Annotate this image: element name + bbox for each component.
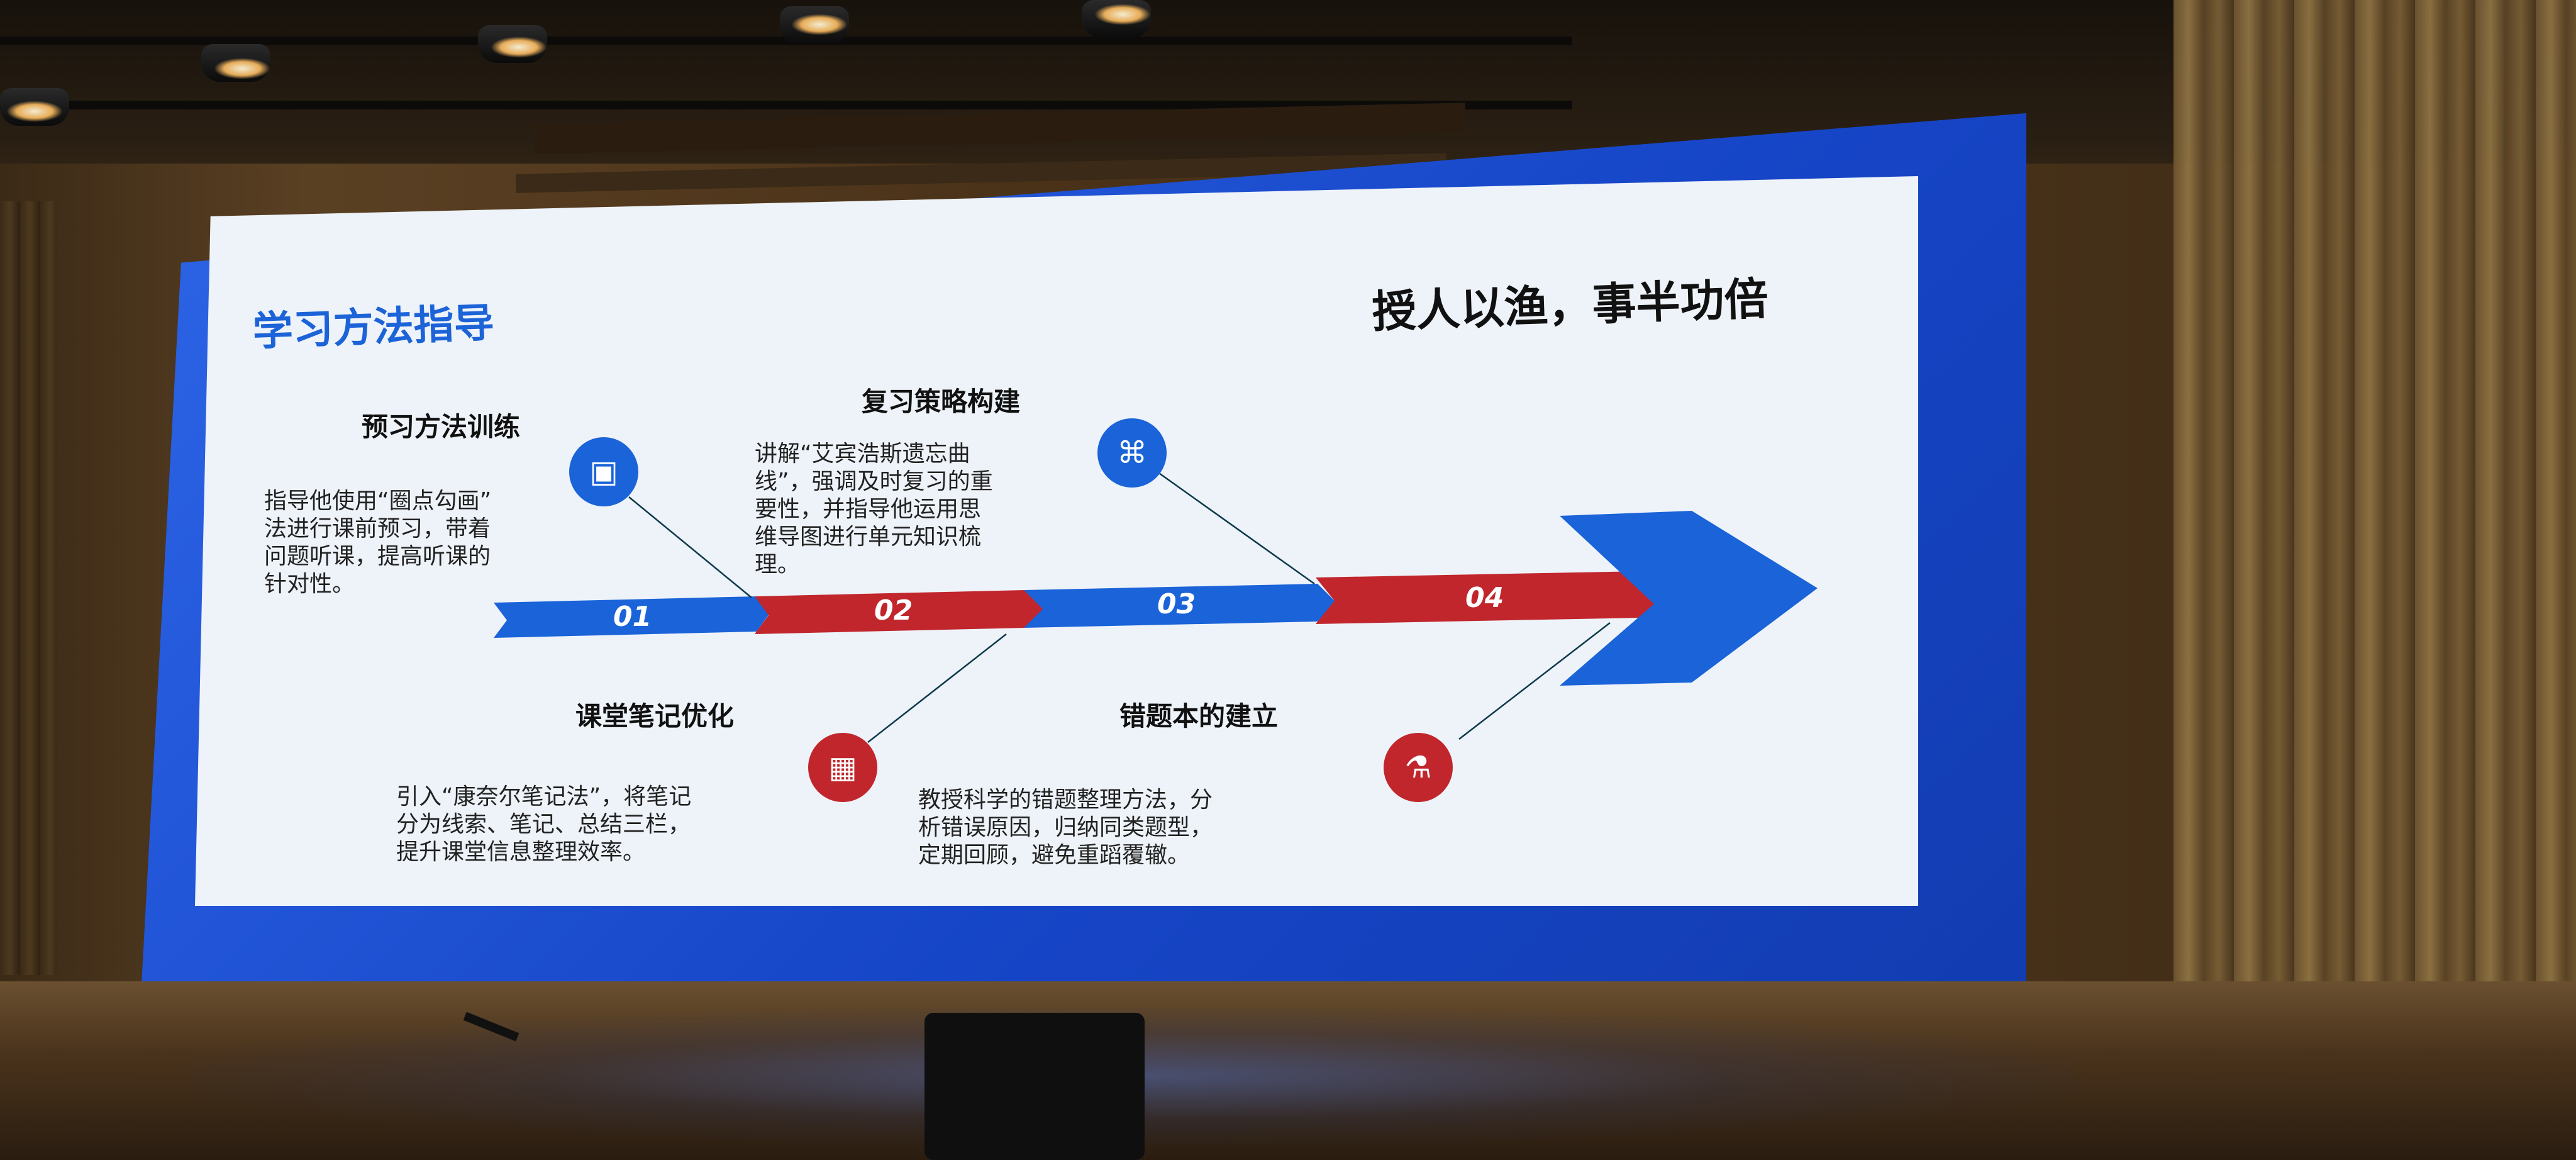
left-curtain bbox=[0, 201, 57, 975]
lighting-truss-2 bbox=[0, 101, 1572, 109]
step-number-02: 02 bbox=[874, 594, 913, 627]
step-number-03: 03 bbox=[1157, 588, 1196, 620]
stage-light-glow bbox=[214, 58, 270, 79]
step-number-01: 01 bbox=[613, 601, 652, 633]
step-text-03: 讲解“艾宾浩斯遗忘曲 线”，强调及时复习的重 要性，并指导他运用思 维导图进行单… bbox=[755, 441, 993, 577]
lighting-truss bbox=[0, 36, 1572, 45]
step-text-02: 引入“康奈尔笔记法”，将笔记 分为线索、笔记、总结三栏， 提升课堂信息整理效率。 bbox=[396, 784, 692, 865]
step-heading-04: 错题本的建立 bbox=[1119, 701, 1279, 732]
document-icon: ▣ bbox=[569, 437, 638, 506]
stage-light-glow bbox=[6, 101, 63, 122]
stage-light-glow bbox=[491, 36, 547, 58]
stage-floor bbox=[0, 981, 2576, 1160]
image-icon: ▦ bbox=[808, 733, 877, 802]
hierarchy-icon: ⌘ bbox=[1097, 418, 1167, 488]
right-curtain bbox=[2174, 0, 2576, 1082]
step-text-01: 指导他使用“圈点勾画” 法进行课前预习，带着 问题听课，提高听课的 针对性。 bbox=[264, 488, 492, 597]
step-heading-02: 课堂笔记优化 bbox=[575, 701, 735, 732]
step-heading-03: 复习策略构建 bbox=[862, 386, 1021, 417]
step-text-04: 教授科学的错题整理方法，分 析错误原因，归纳同类题型， 定期回顾，避免重蹈覆辙。 bbox=[918, 787, 1213, 868]
stage-monitor-speaker bbox=[924, 1013, 1145, 1160]
step-number-04: 04 bbox=[1465, 582, 1504, 614]
step-heading-01: 预习方法训练 bbox=[362, 411, 521, 442]
stage-light-glow bbox=[791, 14, 848, 35]
slide-title: 学习方法指导 bbox=[252, 299, 496, 355]
slide-slogan: 授人以渔，事半功倍 bbox=[1371, 273, 1769, 338]
stage-light-glow bbox=[1094, 4, 1151, 25]
flask-icon: ⚗ bbox=[1384, 733, 1453, 802]
